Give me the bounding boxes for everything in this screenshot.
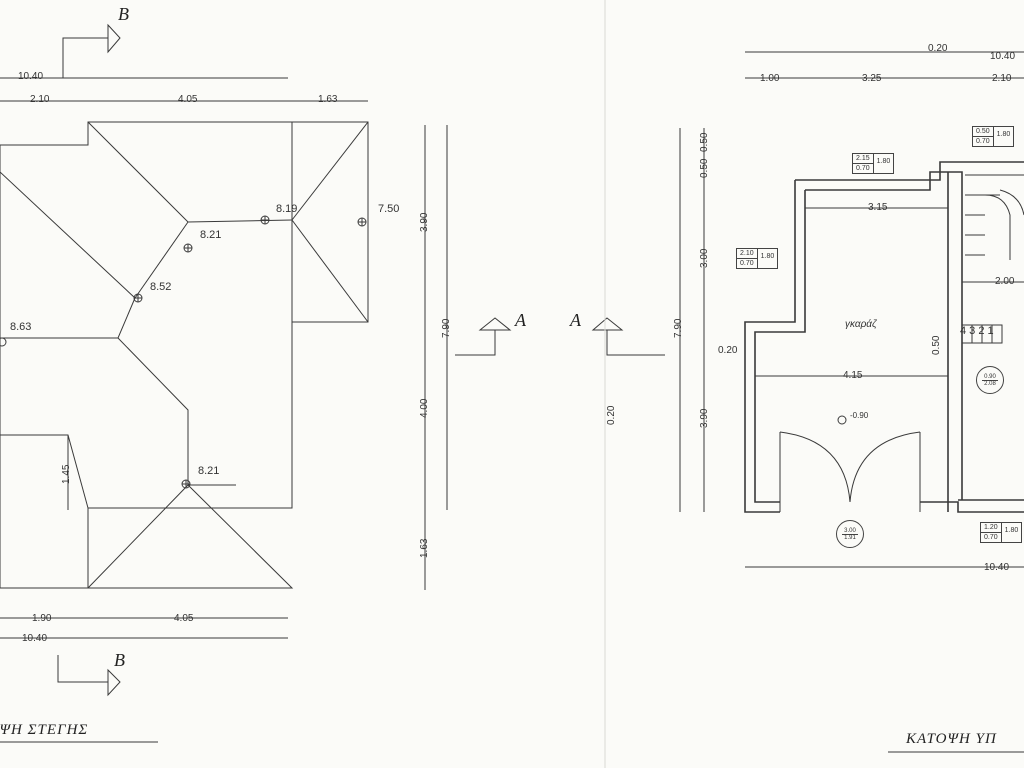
roof-vdim-2: 7.90 bbox=[441, 318, 452, 338]
roof-dim-top-b: 4.05 bbox=[178, 94, 198, 105]
ground-plan-walls bbox=[744, 161, 1024, 513]
ground-plan-title: ΚΑΤΟΨΗ ΥΠ bbox=[906, 731, 997, 747]
gp-dim-top-a: 0.20 bbox=[928, 43, 948, 54]
roof-elevation-1: 8.19 bbox=[276, 203, 298, 215]
section-a-left-label: A bbox=[515, 310, 526, 330]
section-a-right-label: A bbox=[570, 310, 581, 330]
gp-wall-left: 0.20 bbox=[718, 345, 738, 356]
gp-wall-right: 0.50 bbox=[931, 335, 942, 355]
roof-ridge-lower-right bbox=[88, 484, 294, 589]
roof-ridge-lower bbox=[87, 337, 189, 589]
roof-dim-top-total: 10.40 bbox=[18, 71, 44, 82]
roof-outline bbox=[0, 121, 369, 589]
roof-ridge-left bbox=[0, 171, 136, 339]
roof-dim-bottom-a: 1.90 bbox=[32, 613, 52, 624]
gp-vdim-3: 3.00 bbox=[699, 248, 710, 268]
gp-dim-row2-b: 3.25 bbox=[862, 73, 882, 84]
gp-vdim-5: 3.90 bbox=[699, 408, 710, 428]
section-b-top-label: B bbox=[118, 4, 129, 24]
stair bbox=[961, 174, 1024, 344]
garage-door-right bbox=[849, 431, 921, 503]
gp-dim-row2-a: 1.00 bbox=[760, 73, 780, 84]
roof-ridge-upper bbox=[87, 121, 293, 223]
gp-mid-dim-v: 0.20 bbox=[606, 405, 617, 425]
gp-room-name: γκαράζ bbox=[845, 319, 877, 330]
roof-elevation-6: 8.21 bbox=[198, 465, 220, 477]
gp-stair-steps: 4 3 2 1 bbox=[960, 325, 994, 337]
roof-hip-right bbox=[291, 219, 369, 323]
gp-dim-bottom-total: 10.40 bbox=[984, 562, 1010, 573]
roof-inner-lower bbox=[0, 434, 89, 509]
gp-vdim-2: 0.50 bbox=[699, 158, 710, 178]
roof-dim-inner-v: 1.45 bbox=[61, 464, 72, 484]
section-b-top-line bbox=[62, 37, 108, 78]
roof-dim-top-c: 1.63 bbox=[318, 94, 338, 105]
section-a-right-arrow bbox=[591, 317, 624, 331]
section-b-top-arrow bbox=[107, 23, 121, 54]
roof-hip-top-right bbox=[291, 121, 369, 221]
roof-ridge-mid bbox=[134, 221, 189, 299]
roof-vdim-3: 4.00 bbox=[419, 398, 430, 418]
section-a-left-arrow bbox=[478, 317, 512, 331]
roof-vdim-1: 3.90 bbox=[419, 212, 430, 232]
roof-elevation-2: 7.50 bbox=[378, 203, 400, 215]
elevation-markers bbox=[0, 215, 367, 489]
section-b-bottom-label: B bbox=[114, 650, 125, 670]
section-b-bottom-arrow bbox=[107, 668, 121, 697]
roof-dim-bottom-b: 4.05 bbox=[174, 613, 194, 624]
roof-elevation-4: 8.52 bbox=[150, 281, 172, 293]
gp-room-width-top: 3.15 bbox=[868, 202, 888, 213]
roof-elevation-5: 8.63 bbox=[10, 321, 32, 333]
section-a-left-line bbox=[455, 330, 496, 356]
roof-plan-title: ΚΑΤΟΨΗ ΣΤΕΓΗΣ bbox=[0, 722, 89, 738]
roof-dim-top-a: 2.10 bbox=[30, 94, 50, 105]
gp-vdim-1: 0.50 bbox=[699, 132, 710, 152]
gp-floor-level: -0.90 bbox=[850, 411, 869, 420]
roof-dim-bottom-total: 10.40 bbox=[22, 633, 48, 644]
roof-elevation-3: 8.21 bbox=[200, 229, 222, 241]
gp-vdim-4: 7.90 bbox=[673, 318, 684, 338]
roof-vdim-4: 1.63 bbox=[419, 538, 430, 558]
section-b-bottom-line bbox=[57, 655, 108, 683]
floor-level-marker bbox=[837, 415, 847, 425]
garage-door-left bbox=[779, 431, 851, 503]
gp-stair-width: 2.00 bbox=[995, 276, 1015, 287]
gp-room-width-mid: 4.15 bbox=[843, 370, 863, 381]
gp-dim-top-total: 10.40 bbox=[990, 51, 1016, 62]
gp-dim-row2-c: 2.10 bbox=[992, 73, 1012, 84]
section-a-right-line bbox=[606, 330, 665, 356]
